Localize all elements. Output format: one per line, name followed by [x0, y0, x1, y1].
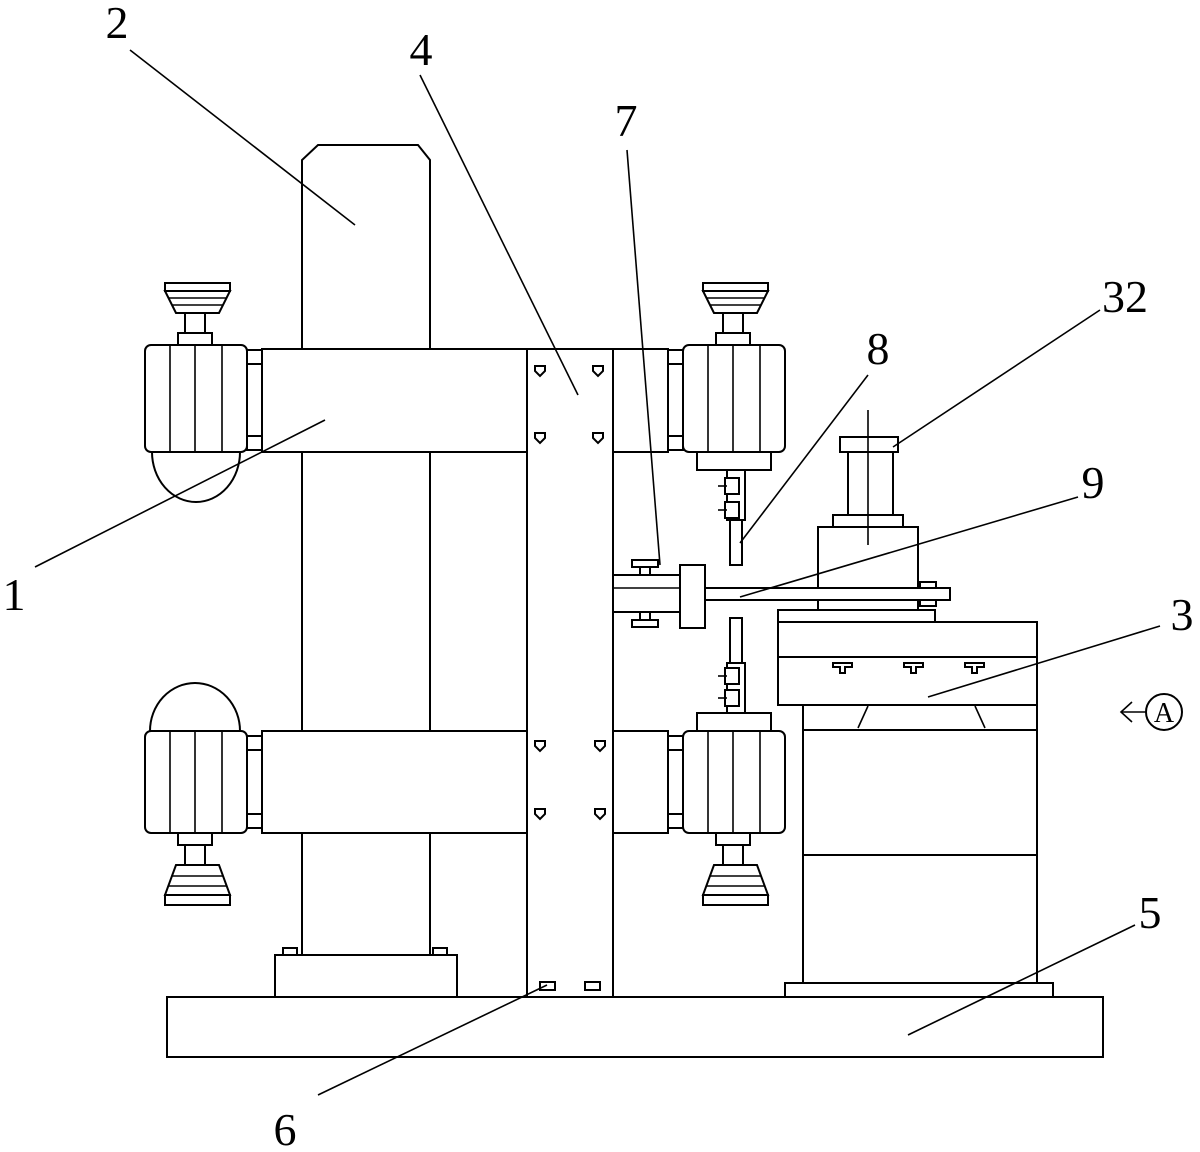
callout-1: 1	[3, 569, 26, 620]
lower-right-motor	[668, 713, 785, 905]
vertical-plate	[527, 349, 613, 997]
worktable	[778, 610, 1053, 997]
lower-arm	[262, 731, 527, 833]
callout-7: 7	[615, 95, 638, 146]
upper-arm	[262, 349, 527, 452]
callout-3: 3	[1171, 589, 1194, 640]
lower-arm-right	[613, 731, 668, 833]
base-plate	[167, 997, 1103, 1057]
callout-5: 5	[1139, 887, 1162, 938]
workpiece-bar	[705, 588, 950, 600]
callout-6: 6	[274, 1104, 297, 1152]
upper-left-motor	[145, 283, 262, 502]
view-marker-label: A	[1154, 698, 1175, 729]
press-unit	[818, 410, 936, 610]
leader-2	[130, 50, 355, 225]
upper-arm-right	[613, 349, 668, 452]
leader-32	[893, 310, 1100, 447]
upper-right-motor	[668, 283, 785, 470]
callout-9: 9	[1082, 457, 1105, 508]
leader-4	[420, 75, 578, 395]
upper-spindle	[718, 470, 745, 565]
callout-2: 2	[106, 0, 129, 48]
lower-spindle	[718, 618, 745, 713]
view-marker: A	[1121, 694, 1182, 730]
lower-left-motor	[145, 683, 262, 905]
clamp	[613, 560, 705, 628]
callout-4: 4	[410, 24, 433, 75]
callout-32: 32	[1102, 271, 1148, 322]
callout-8: 8	[867, 323, 890, 374]
